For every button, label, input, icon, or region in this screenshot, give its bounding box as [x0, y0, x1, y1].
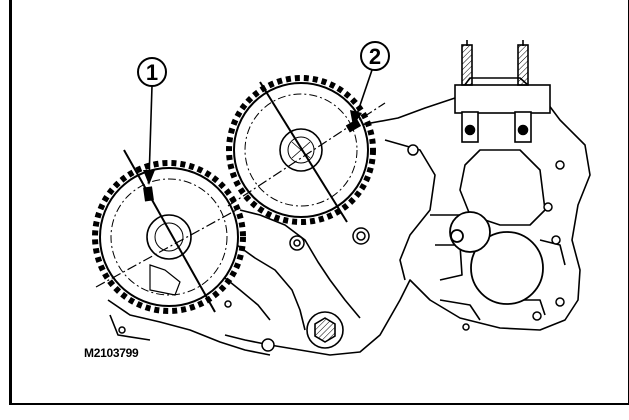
callout-1: [137, 57, 167, 185]
callout-1-number: 1: [146, 60, 158, 85]
gear-2: [226, 75, 386, 225]
frame-bottom-border: [9, 403, 629, 405]
gear-1: [92, 149, 246, 314]
callout-2-number: 2: [369, 44, 381, 69]
frame-left-border: [9, 0, 12, 404]
timing-mark-2: [345, 119, 362, 133]
block-bores: [449, 211, 544, 305]
top-bracket: [454, 40, 551, 143]
callout-2: [350, 41, 390, 126]
bolt-holes: [118, 144, 565, 352]
crank-bolt: [306, 311, 344, 349]
figure-code: M2103799: [84, 346, 139, 360]
